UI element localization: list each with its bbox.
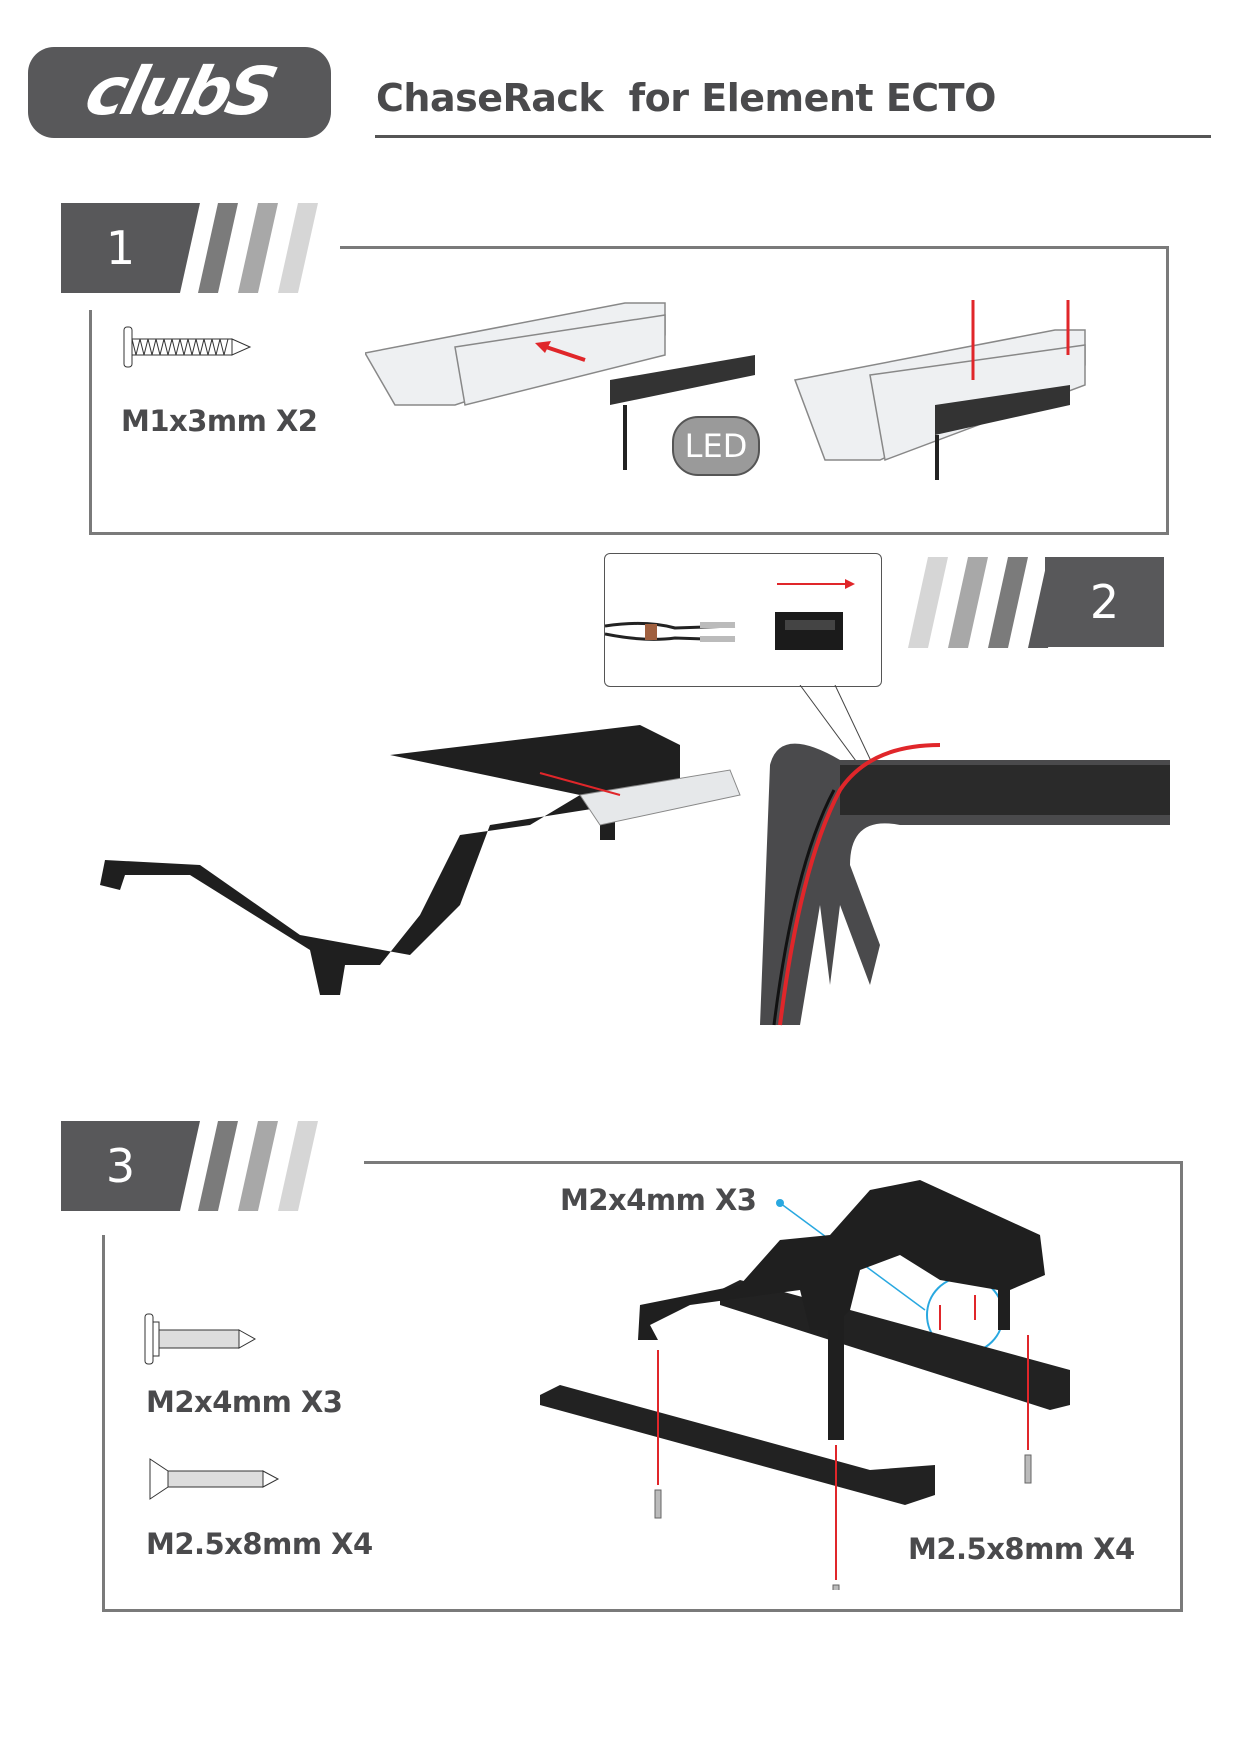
rack-mesh: [386, 831, 434, 894]
chase-rack: [100, 725, 680, 995]
chase-rack: [638, 1180, 1045, 1440]
step-3-illustration: [540, 1180, 1070, 1590]
step-3-frame-bottom: [102, 1609, 1183, 1612]
step-3-frame-top: [364, 1161, 1183, 1164]
light-bar: [579, 769, 741, 826]
connector-detail-inset: [604, 553, 882, 687]
m25-countersunk-screw-icon: [149, 1458, 280, 1500]
step-1-frame-bottom: [89, 532, 1169, 535]
m1-screw-icon: [123, 326, 252, 368]
step-1-stripes: [160, 203, 318, 293]
side-step-rear: [720, 1280, 1070, 1410]
step-1-illustration: [365, 300, 1086, 480]
screw-arrows: [657, 1295, 1029, 1580]
clubs-logo: clubS: [28, 47, 331, 138]
connector-illustration: [604, 579, 855, 650]
step-2-stripes: [908, 557, 1068, 648]
led-badge: LED: [672, 416, 760, 476]
step-3-stripes: [160, 1121, 318, 1211]
step-1-frame-right: [1166, 246, 1169, 535]
step-3-frame-right: [1180, 1161, 1183, 1612]
page-title: ChaseRack for Element ECTO: [376, 76, 996, 120]
step-1-screw-label: M1x3mm X2: [121, 404, 318, 438]
step-1-badge: 1: [61, 203, 180, 293]
side-step-front: [540, 1385, 935, 1505]
callout-label-m2: M2x4mm X3: [560, 1183, 757, 1217]
callout-label-m25: M2.5x8mm X4: [908, 1532, 1135, 1566]
screws: [654, 1454, 1032, 1590]
step-3-screw-label-m25: M2.5x8mm X4: [146, 1527, 373, 1561]
title-underline: [375, 135, 1211, 138]
step-3-badge: 3: [61, 1121, 180, 1211]
light-housing-left: [365, 302, 666, 406]
led-strip: [610, 355, 755, 405]
m2-flange-screw-icon: [144, 1313, 257, 1365]
step-1-frame-left: [89, 310, 92, 535]
step-3-screw-label-m2: M2x4mm X3: [146, 1385, 343, 1419]
step-2-illustration: [100, 685, 1170, 1026]
step-3-frame-left: [102, 1235, 105, 1612]
step-1-frame-top: [340, 246, 1169, 249]
step-2-badge: 2: [1045, 557, 1164, 647]
